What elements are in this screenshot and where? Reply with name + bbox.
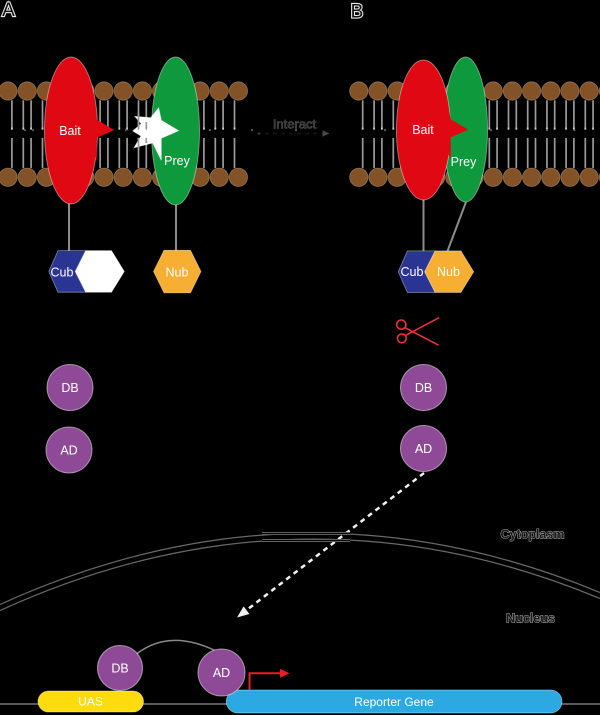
- svg-text:Prey: Prey: [451, 155, 477, 169]
- svg-text:Bait: Bait: [59, 124, 81, 138]
- svg-text:B: B: [351, 2, 364, 23]
- svg-text:A: A: [2, 0, 15, 21]
- svg-text:AD: AD: [213, 666, 230, 680]
- svg-text:Interact: Interact: [273, 117, 317, 132]
- svg-text:Bait: Bait: [412, 123, 434, 137]
- svg-text:Nucleus: Nucleus: [506, 612, 555, 626]
- svg-text:DB: DB: [111, 662, 128, 676]
- svg-text:Nub: Nub: [166, 266, 189, 280]
- svg-text:Cub: Cub: [51, 266, 74, 280]
- svg-text:Cub: Cub: [401, 265, 424, 279]
- svg-text:Prey: Prey: [164, 154, 190, 168]
- svg-text:Cytoplasm: Cytoplasm: [501, 528, 565, 542]
- svg-text:DB: DB: [61, 381, 78, 395]
- svg-text:AD: AD: [60, 444, 77, 458]
- svg-text:UAS: UAS: [78, 695, 103, 709]
- svg-text:DB: DB: [415, 381, 432, 395]
- svg-text:Nub: Nub: [437, 265, 460, 279]
- svg-text:Reporter Gene: Reporter Gene: [354, 695, 434, 709]
- svg-text:AD: AD: [415, 442, 432, 456]
